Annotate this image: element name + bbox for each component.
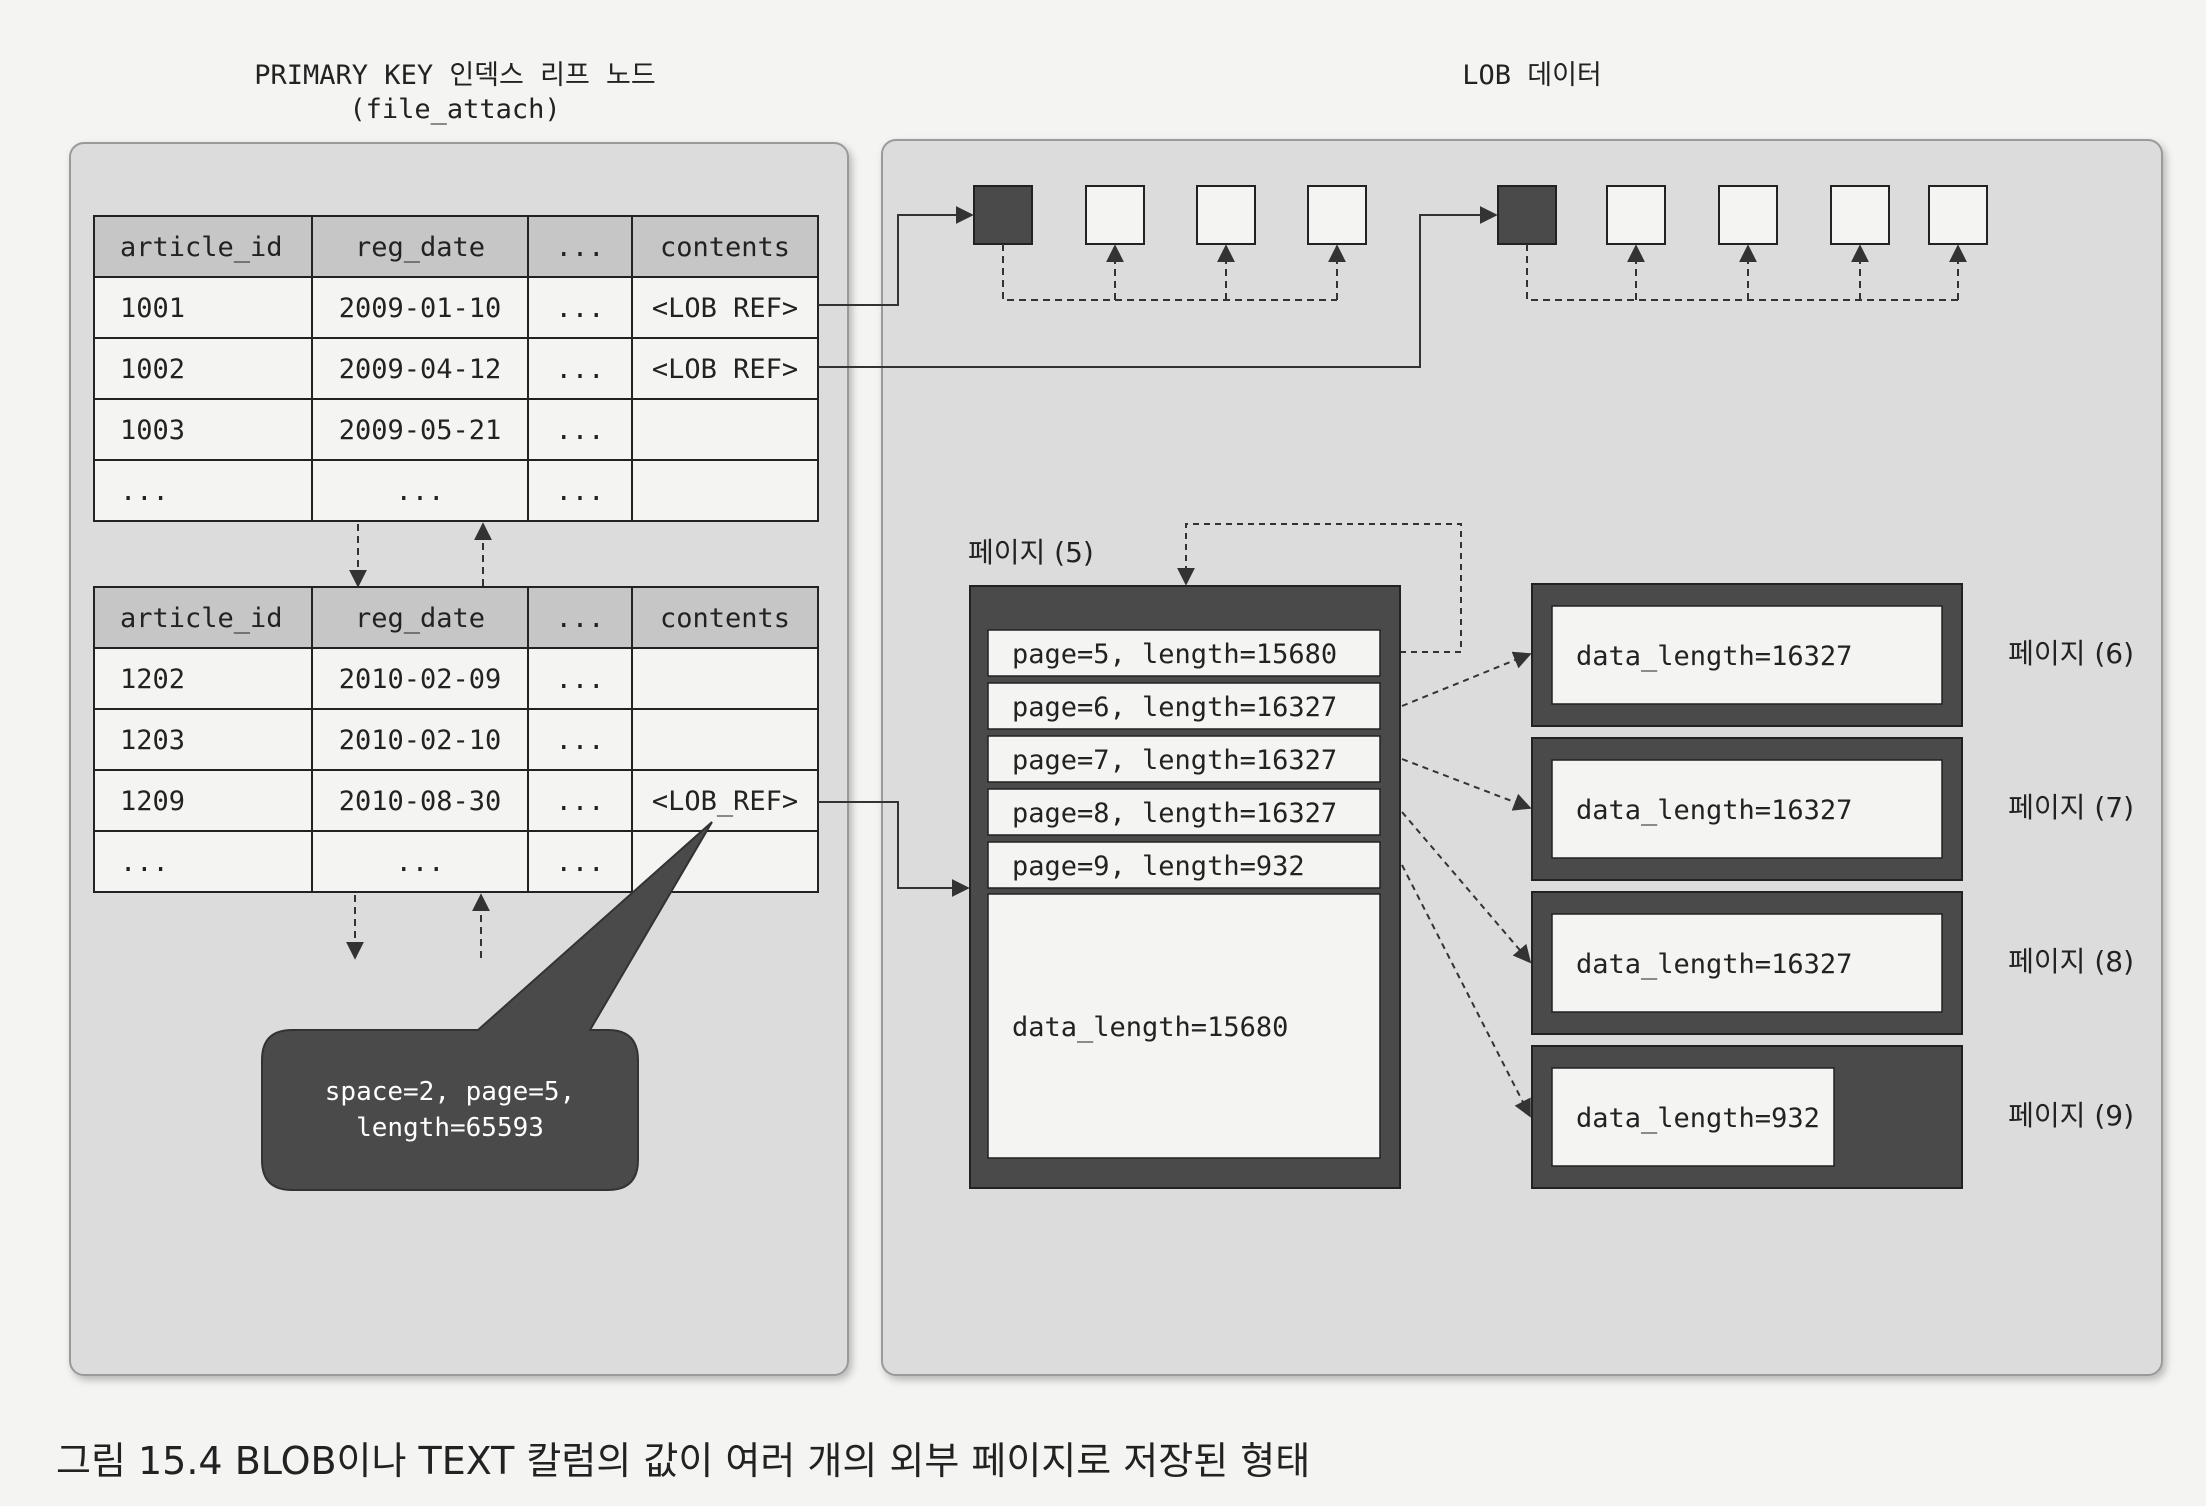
page-entry-row	[987, 629, 1381, 677]
page-pointer-arrow	[1401, 651, 1532, 707]
table-cell: ...	[556, 354, 605, 385]
table-cell: ...	[556, 476, 605, 507]
lob-chain-1	[973, 185, 1367, 301]
page-entry-row	[987, 788, 1381, 836]
table-header-cell: ...	[556, 603, 605, 634]
table-cell: 2010-08-30	[339, 786, 502, 817]
table-cell: ...	[120, 847, 169, 878]
table-cell: <LOB REF>	[652, 293, 798, 324]
table-cell: ...	[556, 664, 605, 695]
lob-page-label: 페이지 (7)	[2008, 791, 2134, 824]
page-entry-row	[987, 841, 1381, 889]
figure-caption: 그림 15.4 BLOB이나 TEXT 칼럼의 값이 여러 개의 외부 페이지로…	[56, 1439, 1311, 1483]
lob-first-page-block	[1497, 185, 1557, 245]
table-header-cell: article_id	[120, 232, 283, 263]
table-cell: 1202	[120, 664, 185, 695]
table-header-cell: ...	[556, 232, 605, 263]
page5-label: 페이지 (5)	[968, 536, 1094, 569]
table-header-row	[93, 215, 819, 278]
left-panel-subtitle: (file_attach)	[349, 94, 560, 125]
left-panel-title: PRIMARY KEY 인덱스 리프 노드	[254, 60, 655, 91]
lob-page-data-text: data_length=16327	[1576, 641, 1852, 672]
table-cell: ...	[396, 476, 445, 507]
page5-data-area	[987, 893, 1381, 1159]
lob-page-data-area	[1551, 759, 1943, 859]
table-cell: 2009-04-12	[339, 354, 502, 385]
index-table-2: article_id reg_date... contents 1202 2010-02…	[93, 586, 819, 893]
lob-page-data-text: data_length=16327	[1576, 949, 1852, 980]
table-header-cell: contents	[660, 232, 790, 263]
table-cell: ...	[556, 847, 605, 878]
lob-first-page-block	[973, 185, 1033, 245]
page-entry-row	[987, 735, 1381, 783]
table-cell: 1209	[120, 786, 185, 817]
table-header-cell: reg_date	[355, 232, 485, 263]
table-cell: 2010-02-09	[339, 664, 502, 695]
table-cell: 2010-02-10	[339, 725, 502, 756]
page-entry-text: page=8, length=16327	[1012, 798, 1337, 829]
table-cell: ...	[556, 725, 605, 756]
page5-self-link	[1177, 523, 1462, 653]
lob-page-data-area	[1551, 913, 1943, 1013]
table-cell: ...	[556, 415, 605, 446]
lob-page-block	[1928, 185, 1988, 245]
table-header-cell: contents	[660, 603, 790, 634]
table-cell: 1002	[120, 354, 185, 385]
lob-page-label: 페이지 (9)	[2008, 1099, 2134, 1132]
table-cell: <LOB REF>	[652, 354, 798, 385]
table-cell: ...	[396, 847, 445, 878]
page-entry-text: page=5, length=15680	[1012, 639, 1337, 670]
lob-page-block	[1196, 185, 1256, 245]
page-pointer-arrow	[1401, 758, 1532, 811]
lob-ref-link-1002	[818, 206, 1498, 368]
lob-ref-link-1209	[818, 801, 970, 897]
lob-ref-link-1001	[818, 206, 974, 306]
table-header-cell: article_id	[120, 603, 283, 634]
table-cell: 1003	[120, 415, 185, 446]
page-entry-text: page=6, length=16327	[1012, 692, 1337, 723]
callout-text-line2: length=65593	[356, 1113, 544, 1143]
lob-page-data-text: data_length=932	[1576, 1103, 1820, 1134]
page5-data-text: data_length=15680	[1012, 1012, 1288, 1043]
chain-dashed-line	[1526, 244, 1958, 301]
table-cell: ...	[556, 786, 605, 817]
lob-page-data-area	[1551, 1067, 1835, 1167]
page-pointer-arrow	[1401, 864, 1531, 1118]
lob-page-data-text: data_length=16327	[1576, 795, 1852, 826]
table-cell: 2009-01-10	[339, 293, 502, 324]
callout-text-line1: space=2, page=5,	[325, 1077, 575, 1107]
lob-chain-2	[1497, 185, 1988, 301]
lob-page-block	[1830, 185, 1890, 245]
table-cell: 1203	[120, 725, 185, 756]
table-cell: <LOB_REF>	[652, 786, 798, 817]
lob-page-block	[1606, 185, 1666, 245]
lob-page-label: 페이지 (8)	[2008, 945, 2134, 978]
table-cell: 2009-05-21	[339, 415, 502, 446]
page-entry-text: page=7, length=16327	[1012, 745, 1337, 776]
lob-page-block	[1085, 185, 1145, 245]
table-cell: ...	[556, 293, 605, 324]
index-table-1: article_id reg_date... contents 1001 2009-01…	[93, 215, 819, 522]
table-cell: ...	[120, 476, 169, 507]
table-cell: 1001	[120, 293, 185, 324]
page-entry-text: page=9, length=932	[1012, 851, 1305, 882]
lob-ref-callout	[261, 821, 713, 1191]
lob-page-data-area	[1551, 605, 1943, 705]
lob-page-block	[1307, 185, 1367, 245]
page-entry-row	[987, 682, 1381, 730]
table-header-cell: reg_date	[355, 603, 485, 634]
lob-page-block	[1718, 185, 1778, 245]
lob-page-label: 페이지 (6)	[2008, 637, 2134, 670]
right-panel-title: LOB 데이터	[1462, 60, 1602, 91]
